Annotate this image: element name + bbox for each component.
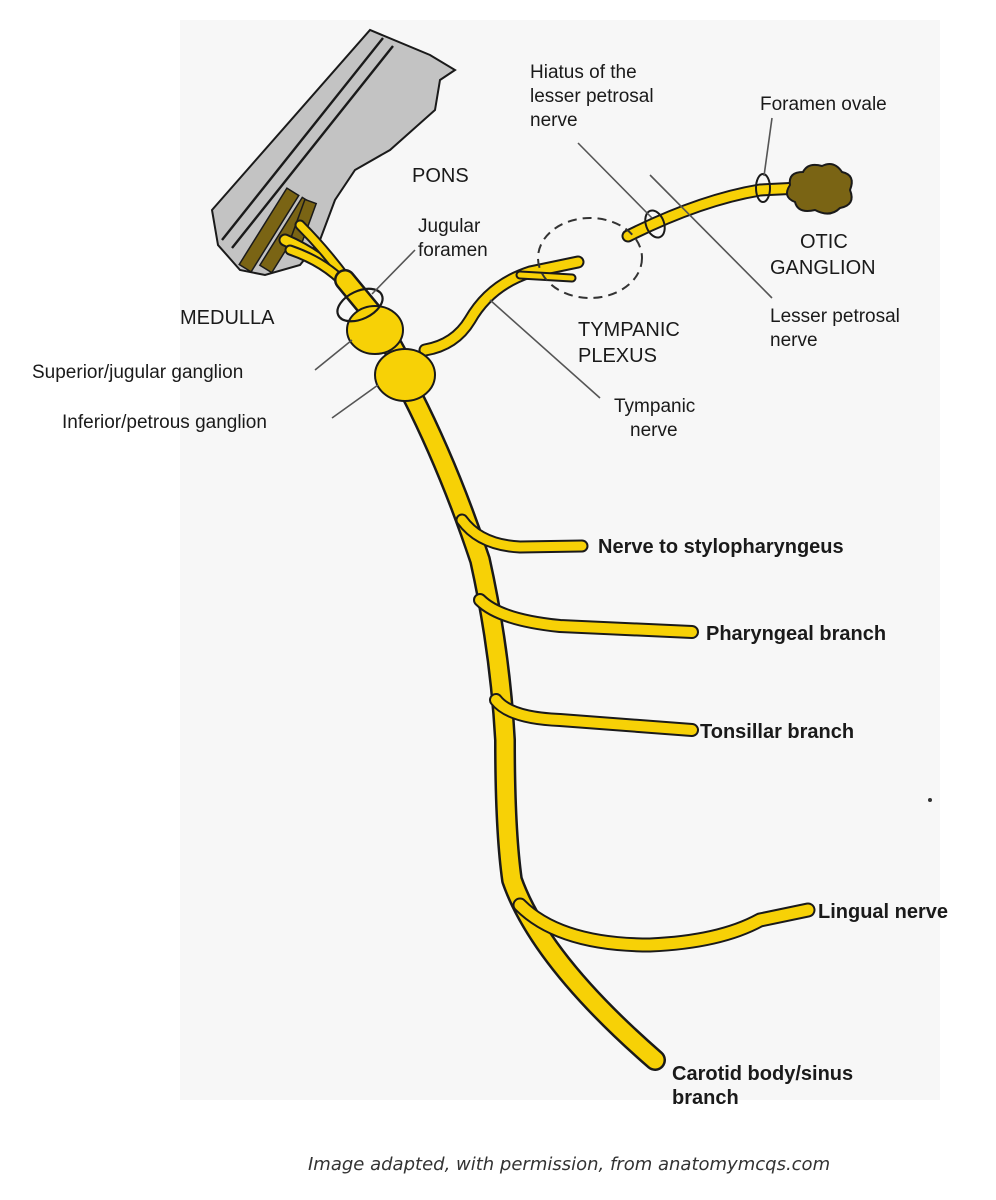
label-hiatus-line2: lesser petrosal (530, 86, 654, 107)
label-lesser-petrosal-line2: nerve (770, 330, 818, 351)
label-tympanic-nerve: Tympanic nerve (614, 396, 701, 441)
brainstem-line-outer (221, 37, 384, 241)
foramen-ovale-ring (755, 173, 771, 203)
label-inferior-ganglion: Inferior/petrous ganglion (62, 412, 267, 433)
branch-stylopharyngeus (457, 515, 587, 552)
label-lingual: Lingual nerve (818, 901, 948, 923)
leader-inferior (331, 384, 379, 419)
leader-tympanic (489, 299, 601, 399)
tympanic-plexus-circle (537, 217, 643, 299)
label-lesser-petrosal-line1: Lesser petrosal (770, 306, 900, 327)
label-tympanic-plexus-line2: PLEXUS (578, 345, 657, 367)
otic-ganglion (785, 163, 853, 215)
label-jugular-foramen: Jugular foramen (418, 216, 488, 261)
image-credit: Image adapted, with permission, from ana… (308, 1154, 830, 1175)
superior-ganglion (346, 305, 404, 355)
otic-ganglion-shape (785, 163, 853, 215)
leader-hiatus (577, 142, 653, 219)
label-tonsillar: Tonsillar branch (700, 721, 854, 743)
label-tympanic-nerve-line1: Tympanic (614, 396, 695, 417)
label-hiatus-line1: Hiatus of the (530, 62, 637, 83)
label-foramen-ovale: Foramen ovale (760, 94, 887, 115)
label-carotid-line1: Carotid body/sinus (672, 1063, 853, 1085)
label-superior-ganglion: Superior/jugular ganglion (32, 362, 243, 383)
labels: PONS MEDULLA Jugular foramen Superior/ju… (32, 62, 948, 1109)
brainstem-line-inner (231, 45, 394, 249)
stray-dot (928, 798, 932, 802)
label-tympanic-plexus-line1: TYMPANIC (578, 319, 680, 341)
label-otic-line1: OTIC (800, 231, 848, 253)
label-otic-line2: GANGLION (770, 257, 876, 279)
branch-pharyngeal (475, 595, 697, 637)
label-otic-ganglion: OTIC GANGLION (770, 231, 876, 279)
label-hiatus-line3: nerve (530, 110, 578, 131)
leader-foramen-ovale (763, 117, 773, 177)
label-pharyngeal: Pharyngeal branch (706, 623, 886, 645)
branch-lingual (514, 899, 814, 951)
label-carotid-line2: branch (672, 1087, 739, 1109)
label-jugular-foramen-line2: foramen (418, 240, 488, 261)
leader-lines (314, 117, 773, 419)
label-pons: PONS (412, 165, 469, 187)
hiatus-ring (644, 209, 666, 239)
main-trunk (336, 271, 664, 1069)
label-medulla: MEDULLA (180, 307, 275, 329)
leader-jugular (371, 249, 416, 295)
label-hiatus: Hiatus of the lesser petrosal nerve (530, 62, 659, 131)
label-carotid: Carotid body/sinus branch (672, 1063, 859, 1109)
nucleus (238, 187, 300, 273)
label-stylopharyngeus: Nerve to stylopharyngeus (598, 536, 844, 558)
leader-superior (314, 339, 353, 371)
tympanic-nerve (420, 257, 583, 355)
inferior-ganglion (374, 348, 436, 402)
label-jugular-foramen-line1: Jugular (418, 216, 481, 237)
branch-tonsillar (491, 695, 697, 735)
label-lesser-petrosal: Lesser petrosal nerve (770, 306, 905, 351)
label-tympanic-plexus: TYMPANIC PLEXUS (578, 319, 685, 367)
jugular-foramen-ring (336, 287, 384, 323)
label-tympanic-nerve-line2: nerve (630, 420, 678, 441)
leader-lesser-petrosal (649, 174, 773, 299)
